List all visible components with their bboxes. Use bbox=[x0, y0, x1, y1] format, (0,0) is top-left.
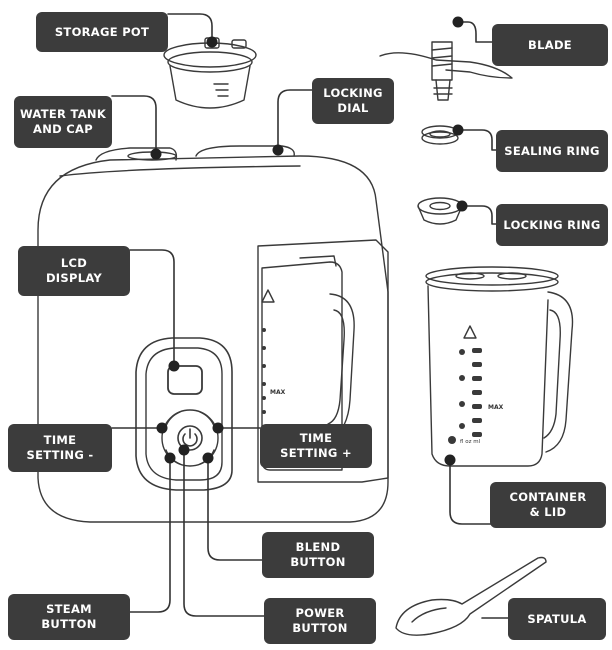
blade-drawing bbox=[379, 41, 513, 101]
label-locking-ring: LOCKING RING bbox=[496, 204, 608, 246]
container-drawing bbox=[425, 266, 574, 467]
label-storage-pot: STORAGE POT bbox=[36, 12, 168, 52]
label-power-button: POWER BUTTON bbox=[264, 598, 376, 644]
label-time-setting-plus: TIME SETTING + bbox=[260, 424, 372, 468]
label-sealing-ring: SEALING RING bbox=[496, 130, 608, 172]
spatula-drawing bbox=[395, 556, 547, 636]
label-time-setting-minus: TIME SETTING - bbox=[8, 424, 112, 472]
sealing-ring-drawing bbox=[421, 125, 459, 145]
label-container-lid: CONTAINER & LID bbox=[490, 482, 606, 528]
label-steam-button: STEAM BUTTON bbox=[8, 594, 130, 640]
container-unit-mark: fl oz ml bbox=[460, 439, 481, 445]
label-spatula: SPATULA bbox=[508, 598, 606, 640]
label-lcd-display: LCD DISPLAY bbox=[18, 246, 130, 296]
leader-dots bbox=[150, 16, 468, 466]
label-water-tank: WATER TANK AND CAP bbox=[14, 96, 112, 148]
label-blend-button: BLEND BUTTON bbox=[262, 532, 374, 578]
storage-pot-drawing bbox=[163, 37, 257, 109]
label-blade: BLADE bbox=[492, 24, 608, 66]
locking-ring-drawing bbox=[417, 197, 463, 225]
label-locking-dial: LOCKING DIAL bbox=[312, 78, 394, 124]
inner-max-mark: MAX bbox=[270, 389, 286, 396]
leader-lines bbox=[111, 13, 513, 619]
container-max-mark: MAX bbox=[488, 404, 504, 411]
